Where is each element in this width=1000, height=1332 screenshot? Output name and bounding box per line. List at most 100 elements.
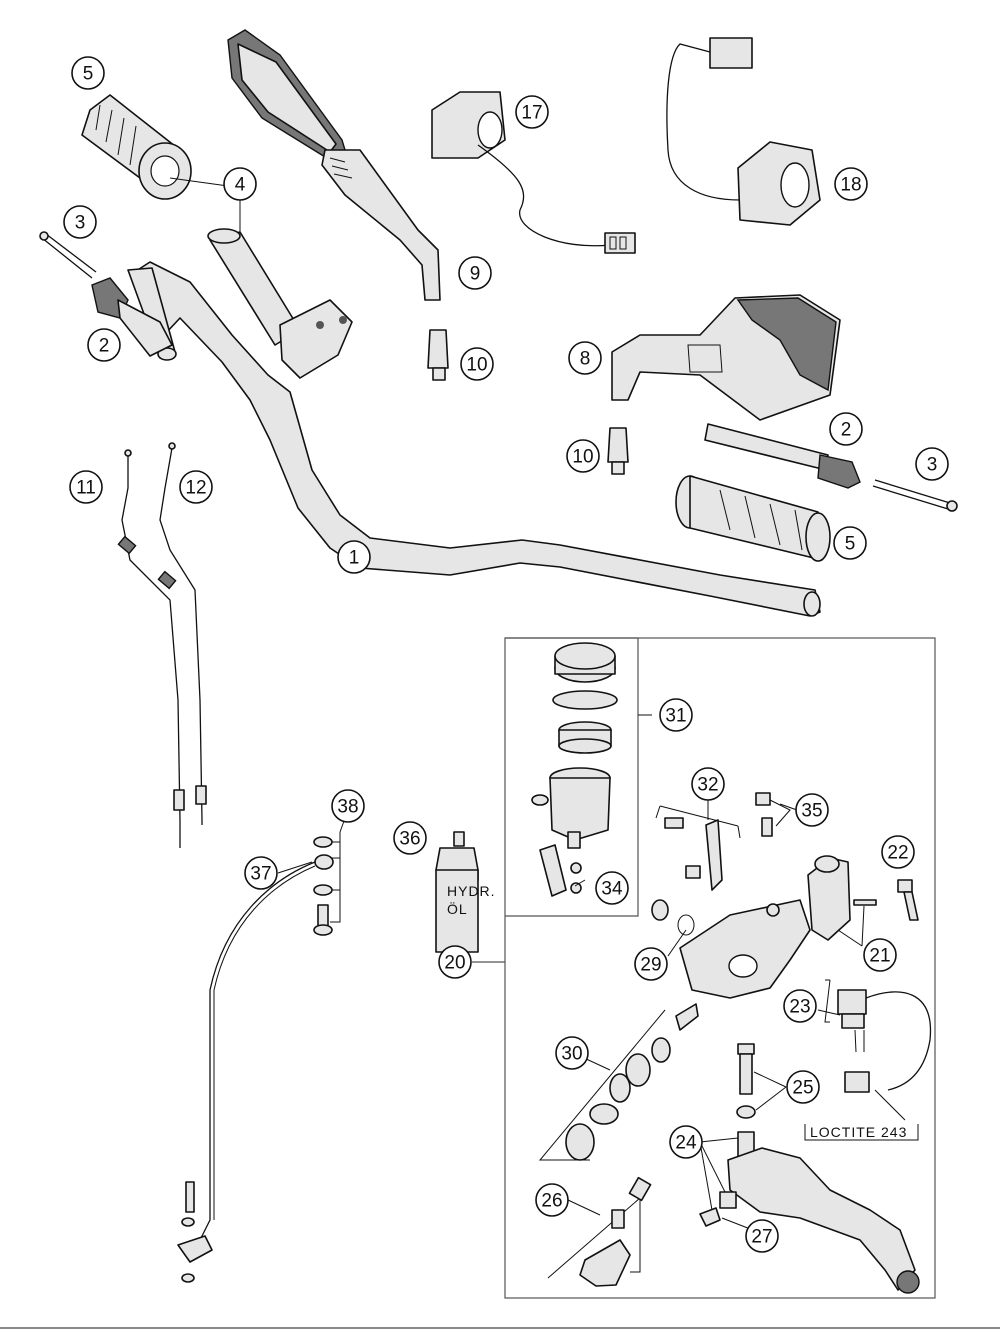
reservoir-body	[531, 767, 611, 849]
clamp-bolt	[897, 879, 919, 921]
svg-text:22: 22	[887, 843, 908, 864]
pivot-bolt	[736, 1043, 756, 1119]
callout-5-right: 5	[833, 526, 867, 560]
callout-2-right: 2	[829, 412, 863, 446]
svg-text:3: 3	[927, 455, 938, 476]
brake-line	[177, 854, 334, 1263]
throttle-cables	[117, 442, 207, 848]
svg-text:2: 2	[841, 420, 852, 441]
svg-text:24: 24	[675, 1133, 697, 1154]
svg-text:1: 1	[349, 548, 360, 569]
loctite-note: LOCTITE 243	[804, 1124, 919, 1141]
bleeder-valve	[755, 792, 791, 837]
piston-kit	[538, 1003, 699, 1161]
svg-text:32: 32	[697, 775, 718, 796]
svg-text:21: 21	[869, 946, 890, 967]
reservoir-subbox	[505, 637, 639, 917]
callout-12: 12	[179, 470, 213, 504]
svg-text:36: 36	[399, 829, 420, 850]
banjo-washers-bolt	[181, 832, 341, 1283]
svg-text:12: 12	[185, 478, 206, 499]
callout-5-left: 5	[71, 56, 105, 90]
svg-text:5: 5	[845, 534, 856, 555]
handlebar-clamp	[807, 855, 877, 941]
callout-30: 30	[555, 1036, 589, 1070]
bottle-label-line-2: ÖL	[447, 900, 468, 917]
svg-text:38: 38	[337, 797, 358, 818]
svg-text:29: 29	[640, 955, 661, 976]
hydraulic-oil-bottle: HYDR. ÖL	[435, 831, 495, 953]
callout-22: 22	[881, 835, 915, 869]
svg-text:2: 2	[99, 336, 110, 357]
mirror-adapter-right	[607, 427, 629, 475]
brake-lever	[699, 1147, 920, 1294]
callout-25: 25	[786, 1070, 820, 1104]
callout-2-left: 2	[87, 328, 121, 362]
callout-9: 9	[458, 256, 492, 290]
svg-text:18: 18	[840, 175, 861, 196]
svg-text:25: 25	[792, 1078, 813, 1099]
svg-text:35: 35	[801, 801, 822, 822]
right-grip	[675, 475, 831, 562]
svg-text:5: 5	[83, 64, 94, 85]
callout-35: 35	[795, 793, 829, 827]
callout-36: 36	[393, 821, 427, 855]
throttle-sleeve	[207, 228, 353, 379]
callout-4: 4	[223, 167, 257, 201]
left-switch	[431, 91, 636, 254]
svg-text:27: 27	[751, 1227, 772, 1248]
master-cylinder-box	[504, 637, 936, 1299]
callout-3-right: 3	[915, 447, 949, 481]
callout-27: 27	[745, 1219, 779, 1253]
callout-11: 11	[69, 470, 103, 504]
svg-text:10: 10	[572, 447, 593, 468]
callout-17: 17	[515, 95, 549, 129]
svg-text:3: 3	[75, 213, 86, 234]
bar-end-weight-left	[39, 231, 173, 357]
svg-text:30: 30	[561, 1044, 582, 1065]
svg-text:34: 34	[601, 879, 623, 900]
svg-text:4: 4	[235, 175, 246, 196]
svg-text:8: 8	[580, 349, 591, 370]
callout-10-right: 10	[566, 439, 600, 473]
callout-32: 32	[691, 767, 725, 801]
callout-20: 20	[438, 945, 472, 979]
callout-10-left: 10	[460, 347, 494, 381]
mirror-adapter-left	[427, 329, 449, 381]
callout-18: 18	[834, 167, 868, 201]
callout-1: 1	[337, 540, 371, 574]
svg-text:26: 26	[541, 1191, 562, 1212]
svg-text:10: 10	[466, 355, 487, 376]
pushrod-adjuster	[547, 1176, 652, 1287]
callout-26: 26	[535, 1183, 569, 1217]
callout-31: 31	[659, 698, 693, 732]
callout-38: 38	[331, 789, 365, 823]
reservoir-diaphragm	[552, 690, 618, 754]
brake-light-switch	[824, 979, 932, 1093]
svg-text:20: 20	[444, 953, 465, 974]
svg-text:17: 17	[521, 103, 542, 124]
reservoir-hose	[539, 844, 582, 897]
svg-text:31: 31	[665, 706, 686, 727]
leader-lines	[169, 177, 906, 1233]
left-mirror	[227, 29, 441, 301]
callout-37: 37	[244, 856, 278, 890]
svg-text:23: 23	[789, 997, 810, 1018]
right-switch	[666, 37, 821, 226]
callout-8: 8	[568, 341, 602, 375]
svg-text:37: 37	[250, 864, 271, 885]
callout-21: 21	[863, 938, 897, 972]
left-grip	[81, 94, 192, 200]
svg-text:9: 9	[470, 264, 481, 285]
callout-24: 24	[669, 1125, 703, 1159]
mounting-bracket	[655, 805, 741, 891]
callout-3-left: 3	[63, 205, 97, 239]
master-cylinder-body	[651, 899, 811, 999]
reservoir-cap	[554, 642, 616, 683]
svg-text:11: 11	[76, 478, 96, 499]
loctite-label: LOCTITE 243	[810, 1124, 907, 1140]
callout-23: 23	[783, 989, 817, 1023]
callout-34: 34	[595, 871, 629, 905]
callout-29: 29	[634, 947, 668, 981]
